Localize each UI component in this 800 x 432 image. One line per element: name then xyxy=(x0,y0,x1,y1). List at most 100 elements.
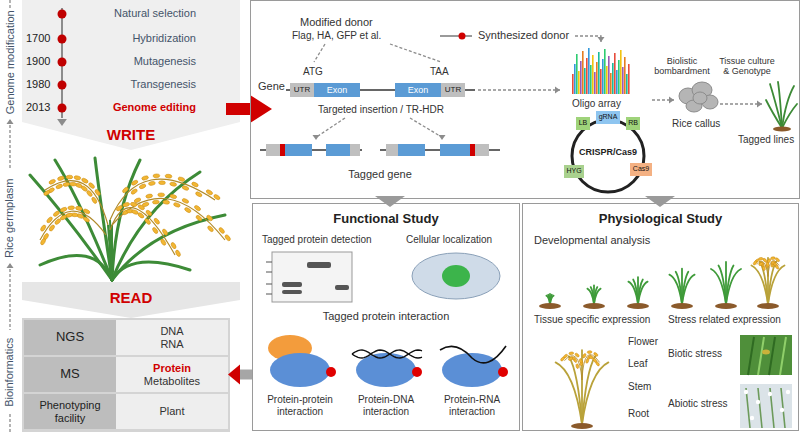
omics-method-cell: Phenotyping facility xyxy=(24,394,116,429)
box-text: Phenotyping facility xyxy=(28,399,112,424)
rice-grain xyxy=(165,174,172,179)
gene-segment xyxy=(350,144,360,156)
rice-grain xyxy=(593,352,598,357)
dna-strand xyxy=(352,350,422,358)
rice-grain xyxy=(152,227,159,235)
box-text: Exon xyxy=(408,85,429,95)
tagged-plant xyxy=(766,82,797,132)
rice-leaf xyxy=(760,262,768,304)
rice-leaf xyxy=(112,262,190,280)
text-label: WRITE xyxy=(81,126,181,143)
rice-grain xyxy=(575,364,579,369)
frost-spot xyxy=(786,390,790,394)
arrow-head xyxy=(313,135,320,140)
oligo-bar xyxy=(612,63,614,94)
rice-grain xyxy=(88,182,96,189)
rice-grain xyxy=(48,224,55,232)
oligo-bar xyxy=(626,74,628,94)
rice-leaf xyxy=(638,282,648,304)
biotic-photo xyxy=(740,335,792,375)
box-text: NGS xyxy=(56,330,84,345)
loop-line xyxy=(9,120,10,170)
panicle-stem xyxy=(40,211,106,240)
rice-grain xyxy=(588,355,593,359)
rice-grain xyxy=(170,194,178,199)
text-label: Rice callus xyxy=(672,118,720,130)
plasmid-circle: CRISPR/Cas9LBgRNARBHYGCas9 xyxy=(564,112,652,196)
rice-leaf xyxy=(40,255,112,280)
flow-triangle xyxy=(645,196,675,207)
timeline-dot xyxy=(58,104,67,113)
text-label: 1700 xyxy=(26,32,50,45)
rice-grain xyxy=(46,216,53,224)
gene-segment xyxy=(470,144,475,156)
oligo-bar xyxy=(586,58,588,94)
lesion xyxy=(762,350,770,355)
oligo-bar xyxy=(602,59,604,94)
box-text: UTR xyxy=(294,85,310,94)
rice-leaf xyxy=(782,104,797,128)
text-label: Flower xyxy=(628,336,658,348)
rice-grain xyxy=(195,191,203,198)
utr-box: UTR xyxy=(441,83,465,97)
text-label: 1900 xyxy=(26,55,50,68)
rice-grain xyxy=(579,358,583,363)
text-label: Hybridization xyxy=(80,32,196,45)
rice-grain xyxy=(40,238,47,246)
rice-grain xyxy=(206,189,214,196)
rice-grain xyxy=(213,194,221,201)
donor-oligo xyxy=(440,35,472,37)
box-text: gRNA xyxy=(599,113,618,121)
query-arrow xyxy=(228,365,252,385)
rice-grain xyxy=(207,225,214,233)
rice-grain xyxy=(771,257,776,260)
rice-leaf xyxy=(768,266,785,305)
rice-leaf xyxy=(594,289,601,304)
read-chevron xyxy=(22,282,240,318)
rice-grain xyxy=(48,179,56,185)
blot-band xyxy=(282,282,302,287)
oligo-bar xyxy=(592,55,594,94)
text-label: Root xyxy=(628,408,649,420)
rice-grain xyxy=(40,224,47,232)
text-label: Flag, HA, GFP et al. xyxy=(292,30,381,42)
rice-grain xyxy=(55,183,63,189)
ladder-tick xyxy=(266,272,272,273)
exon-box: Exon xyxy=(395,83,441,97)
box-text: LB xyxy=(579,119,588,127)
text-label: Genome editing xyxy=(80,101,196,114)
rice-grain xyxy=(148,181,155,186)
omics-method-cell: NGS xyxy=(24,320,116,355)
rice-grain xyxy=(775,257,780,262)
box-text: DNA xyxy=(160,325,183,338)
rice-grain xyxy=(141,175,149,181)
timeline-dot xyxy=(58,58,67,67)
text-label: Cellular localization xyxy=(406,234,492,246)
rice-grain xyxy=(224,234,231,242)
rice-leaf xyxy=(782,86,794,128)
rice-plant xyxy=(627,277,649,309)
exon-box: Exon xyxy=(314,83,360,97)
text-label: Tagged protein interaction xyxy=(286,310,486,323)
oligo-bar xyxy=(624,57,626,94)
omics-target-cell: ProteinMetabolites xyxy=(116,357,228,392)
tagged-protein xyxy=(270,353,330,387)
rice-grain xyxy=(560,356,565,361)
arrow-head xyxy=(7,119,14,124)
arrow-head xyxy=(57,119,67,126)
arrow-head xyxy=(598,37,605,42)
oligo-bar xyxy=(622,67,624,94)
text-label: Mutagenesis xyxy=(80,55,196,68)
leaf-blade xyxy=(758,388,762,428)
text-label: Tagged gene xyxy=(330,168,430,181)
gene-segment xyxy=(285,144,312,156)
frost-spot xyxy=(744,390,748,394)
rice-grain xyxy=(152,200,159,204)
oligo-bar xyxy=(600,69,602,94)
rice-grain xyxy=(194,205,202,212)
text-label: Tissue culture & Genotype xyxy=(716,56,778,77)
rice-leaf xyxy=(676,272,682,304)
rice-grain xyxy=(587,351,592,354)
rice-grain xyxy=(184,207,192,214)
write-chevron xyxy=(22,0,240,150)
